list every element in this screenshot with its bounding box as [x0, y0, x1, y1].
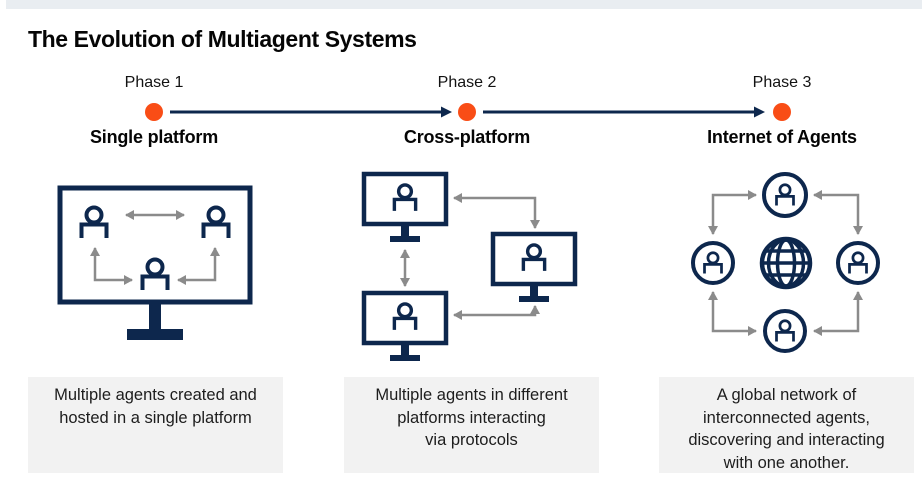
internet-of-agents-illustration	[691, 172, 880, 353]
monitor-icon	[490, 231, 578, 302]
circled-agent-icon	[763, 309, 807, 353]
phase-2-description: Multiple agents in different platforms i…	[344, 377, 599, 473]
top-accent-bar	[6, 0, 922, 9]
phase-1-description: Multiple agents created and hosted in a …	[28, 377, 283, 473]
phase-2-label: Phase 2	[437, 74, 497, 91]
elbow-arrow	[813, 190, 863, 235]
elbow-arrow	[177, 247, 220, 285]
phase-1-label: Phase 1	[124, 74, 184, 91]
monitor-icon	[57, 185, 253, 340]
phase-1-name: Single platform	[89, 127, 218, 147]
elbow-arrow	[453, 193, 540, 229]
phase-2-name: Cross-platform	[403, 127, 531, 147]
monitor-icon	[361, 290, 449, 361]
page-title: The Evolution of Multiagent Systems	[28, 26, 417, 52]
circled-agent-icon	[762, 172, 808, 218]
phase-3-description: A global network of interconnected agent…	[659, 377, 914, 473]
timeline	[145, 103, 791, 121]
elbow-arrow	[708, 291, 757, 336]
phase-3-milestone-dot	[773, 103, 791, 121]
cross-platform-illustration	[361, 171, 578, 361]
elbow-arrow	[708, 190, 757, 235]
circled-agent-icon	[836, 241, 880, 285]
agent-icon	[79, 205, 109, 240]
agent-icon	[201, 205, 231, 240]
agent-icon	[140, 257, 170, 292]
phase-2-milestone-dot	[458, 103, 476, 121]
phase-3-name: Internet of Agents	[707, 127, 857, 147]
elbow-arrow	[90, 247, 133, 285]
elbow-arrow	[813, 291, 863, 336]
elbow-arrow	[453, 305, 540, 320]
monitor-icon	[361, 171, 449, 242]
single-platform-illustration	[57, 185, 253, 340]
circled-agent-icon	[691, 241, 735, 285]
phase-3-label: Phase 3	[752, 74, 812, 91]
globe-icon	[759, 236, 813, 290]
phase-1-milestone-dot	[145, 103, 163, 121]
